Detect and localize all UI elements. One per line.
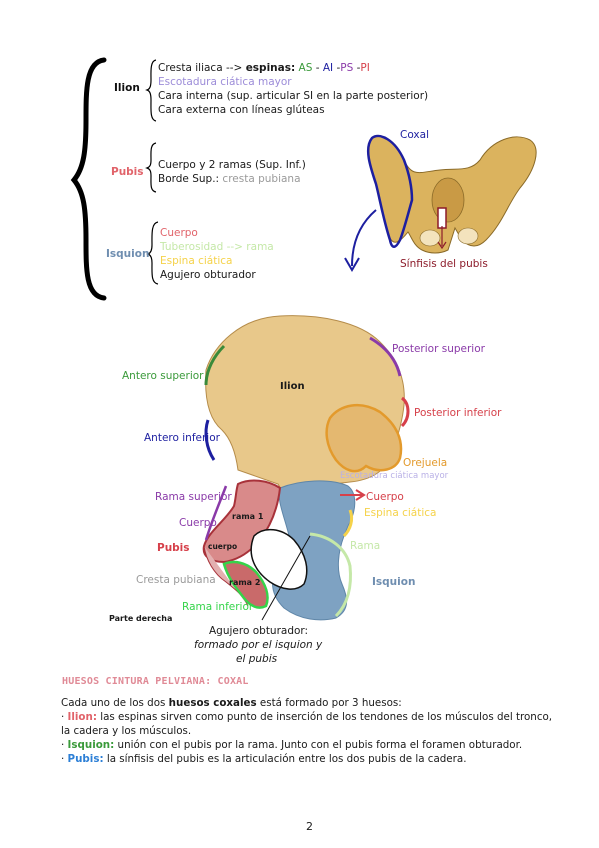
coxal-label: Coxal bbox=[400, 129, 429, 141]
isquion-term: Isquion: bbox=[67, 739, 115, 751]
pubis-bone-label: Pubis bbox=[157, 542, 190, 554]
sinfisis-label: Sínfisis del pubis bbox=[400, 258, 488, 270]
escotadura-label: Escotadura ciática mayor bbox=[340, 471, 449, 481]
borde-sup-text: Borde Sup.: bbox=[158, 173, 223, 185]
paragraph-intro: Cada uno de los dos huesos coxales está … bbox=[61, 696, 402, 711]
pelvis-illustration bbox=[366, 134, 537, 254]
section-title: HUESOS CINTURA PELVIANA: COXAL bbox=[62, 676, 249, 687]
cresta-pubiana-text: cresta pubiana bbox=[222, 173, 301, 185]
isquion-line-2: Tuberosidad --> rama bbox=[160, 241, 274, 253]
antero-inferior-label: Antero inferior bbox=[144, 432, 220, 444]
posterior-superior-label: Posterior superior bbox=[392, 343, 485, 355]
ilion-line-3: Cara interna (sup. articular SI en la pa… bbox=[158, 90, 429, 102]
espinas-text: espinas: bbox=[245, 62, 296, 74]
ai-text: AI bbox=[322, 62, 334, 74]
pi-text: PI bbox=[360, 62, 370, 74]
pubis-bullet: · bbox=[61, 753, 68, 765]
isquion-bullet: · bbox=[61, 739, 68, 751]
ilion-term: Ilion: bbox=[67, 711, 97, 723]
dash-2: - bbox=[333, 62, 341, 74]
isquion-line-1: Cuerpo bbox=[160, 227, 198, 239]
isquion-text: unión con el pubis por la rama. Junto co… bbox=[114, 739, 523, 751]
pubis-label: Pubis bbox=[111, 166, 144, 178]
cuerpo-right-label: Cuerpo bbox=[366, 491, 404, 503]
dash-1: - bbox=[312, 62, 323, 74]
posterior-inferior-label: Posterior inferior bbox=[414, 407, 502, 419]
paragraph-pubis: · Pubis: la sínfisis del pubis es la art… bbox=[61, 752, 466, 767]
pubis-text: la sínfisis del pubis es la articulación… bbox=[103, 753, 467, 765]
as-text: AS bbox=[295, 62, 313, 74]
isquion-label: Isquion bbox=[106, 248, 150, 260]
antero-superior-label: Antero superior bbox=[122, 370, 204, 382]
big-brace bbox=[70, 57, 107, 301]
parte-derecha-label: Parte derecha bbox=[109, 614, 173, 623]
pubis-line-2: Borde Sup.: cresta pubiana bbox=[158, 172, 301, 186]
hip-bone-illustration bbox=[202, 315, 410, 621]
dash-3: - bbox=[353, 62, 361, 74]
isquion-bone-label: Isquion bbox=[372, 576, 416, 588]
rama2-label: rama 2 bbox=[229, 578, 261, 587]
pubis-term: Pubis: bbox=[67, 753, 104, 765]
rama-inferior-label: Rama inferior bbox=[182, 601, 254, 613]
coxal-arrow bbox=[351, 209, 377, 267]
ilion-line-1: Cresta iliaca --> espinas: AS - AI -PS -… bbox=[158, 61, 370, 75]
page-number: 2 bbox=[306, 820, 313, 833]
ilion-label: Ilion bbox=[114, 82, 140, 94]
orejuela-label: Orejuela bbox=[403, 457, 448, 469]
isquion-line-4: Agujero obturador bbox=[160, 269, 256, 281]
intro-a: Cada uno de los dos bbox=[61, 697, 169, 709]
rama-label: Rama bbox=[350, 540, 381, 552]
cresta-pubiana-label: Cresta pubiana bbox=[136, 574, 216, 586]
paragraph-ilion: · Ilion: las espinas sirven como punto d… bbox=[61, 710, 552, 725]
pubis-line-1: Cuerpo y 2 ramas (Sup. Inf.) bbox=[158, 159, 306, 171]
ilion-line-2: Escotadura ciática mayor bbox=[158, 76, 292, 88]
brace-pubis bbox=[145, 142, 157, 193]
agujero-label-3: el pubis bbox=[236, 653, 278, 665]
brace-ilion bbox=[145, 59, 157, 122]
paragraph-ilion-cont: la cadera y los músculos. bbox=[61, 725, 192, 737]
rama1-label: rama 1 bbox=[232, 512, 264, 521]
agujero-label-1: Agujero obturador: bbox=[209, 625, 309, 637]
paragraph-isquion: · Isquion: unión con el pubis por la ram… bbox=[61, 738, 522, 753]
isquion-line-3: Espina ciática bbox=[160, 255, 233, 267]
cuerpo-left-label: Cuerpo bbox=[179, 517, 217, 529]
ilion-bone-label: Ilion bbox=[280, 381, 305, 392]
cuerpo-small-label: cuerpo bbox=[208, 542, 238, 551]
ilion-cresta-text: Cresta iliaca --> bbox=[158, 62, 246, 74]
ilion-line-4: Cara externa con líneas glúteas bbox=[158, 104, 325, 116]
agujero-label-2: formado por el isquion y bbox=[194, 639, 323, 651]
espina-ciatica-label: Espina ciática bbox=[364, 507, 437, 519]
rama-superior-label: Rama superior bbox=[155, 491, 232, 503]
ilion-bullet: · bbox=[61, 711, 68, 723]
ilion-text-1: las espinas sirven como punto de inserci… bbox=[96, 711, 553, 723]
intro-c: está formado por 3 huesos: bbox=[256, 697, 402, 709]
brace-isquion bbox=[146, 221, 159, 285]
ps-text: PS bbox=[340, 62, 354, 74]
intro-bold: huesos coxales bbox=[168, 697, 257, 709]
